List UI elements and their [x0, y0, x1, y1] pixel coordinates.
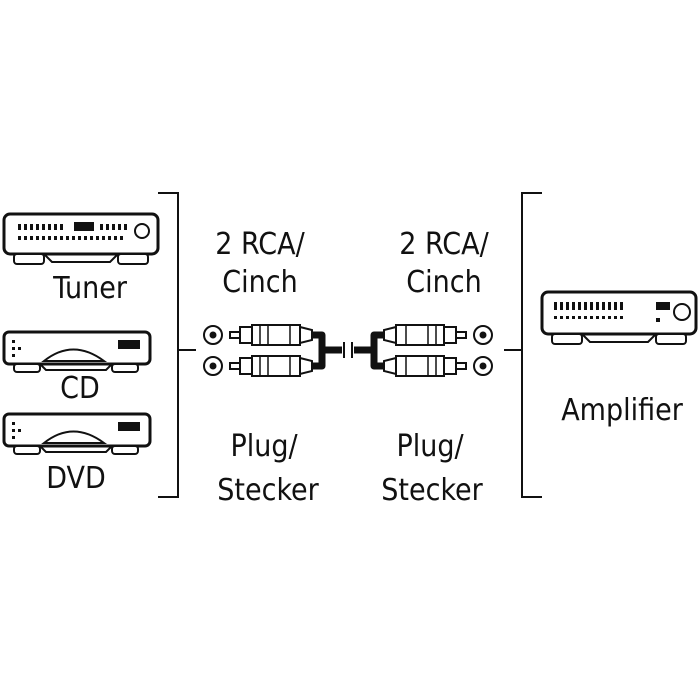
cd-player-icon [2, 330, 152, 373]
dvd-player-icon [2, 412, 152, 455]
amplifier-label: Amplifier [561, 393, 684, 428]
right-connector-type-line2: Cinch [406, 265, 481, 300]
right-connector-type-line1: 2 RCA/ [399, 227, 489, 262]
left-plug-type-line1: Plug/ [230, 429, 298, 464]
left-bracket [158, 192, 196, 498]
right-plug-type-line1: Plug/ [396, 429, 464, 464]
right-bracket [504, 192, 542, 498]
cd-label: CD [60, 371, 100, 406]
left-plug-top-icon [229, 324, 313, 346]
amplifier-device-icon [540, 290, 698, 345]
left-plug-bottom-icon [229, 355, 313, 377]
right-socket-bottom-icon [473, 356, 493, 376]
rca-cable-icon [203, 324, 493, 377]
left-connector-type-line2: Cinch [222, 265, 297, 300]
dvd-label: DVD [46, 461, 106, 496]
left-socket-bottom-icon [203, 356, 223, 376]
right-plug-type-line2: Stecker [381, 473, 483, 508]
right-plug-top-icon [383, 324, 467, 346]
left-plug-type-line2: Stecker [217, 473, 319, 508]
tuner-label: Tuner [52, 271, 128, 306]
left-connector-type-line1: 2 RCA/ [215, 227, 305, 262]
left-socket-top-icon [203, 325, 223, 345]
right-socket-top-icon [473, 325, 493, 345]
right-plug-bottom-icon [383, 355, 467, 377]
tuner-device-icon [2, 212, 160, 265]
